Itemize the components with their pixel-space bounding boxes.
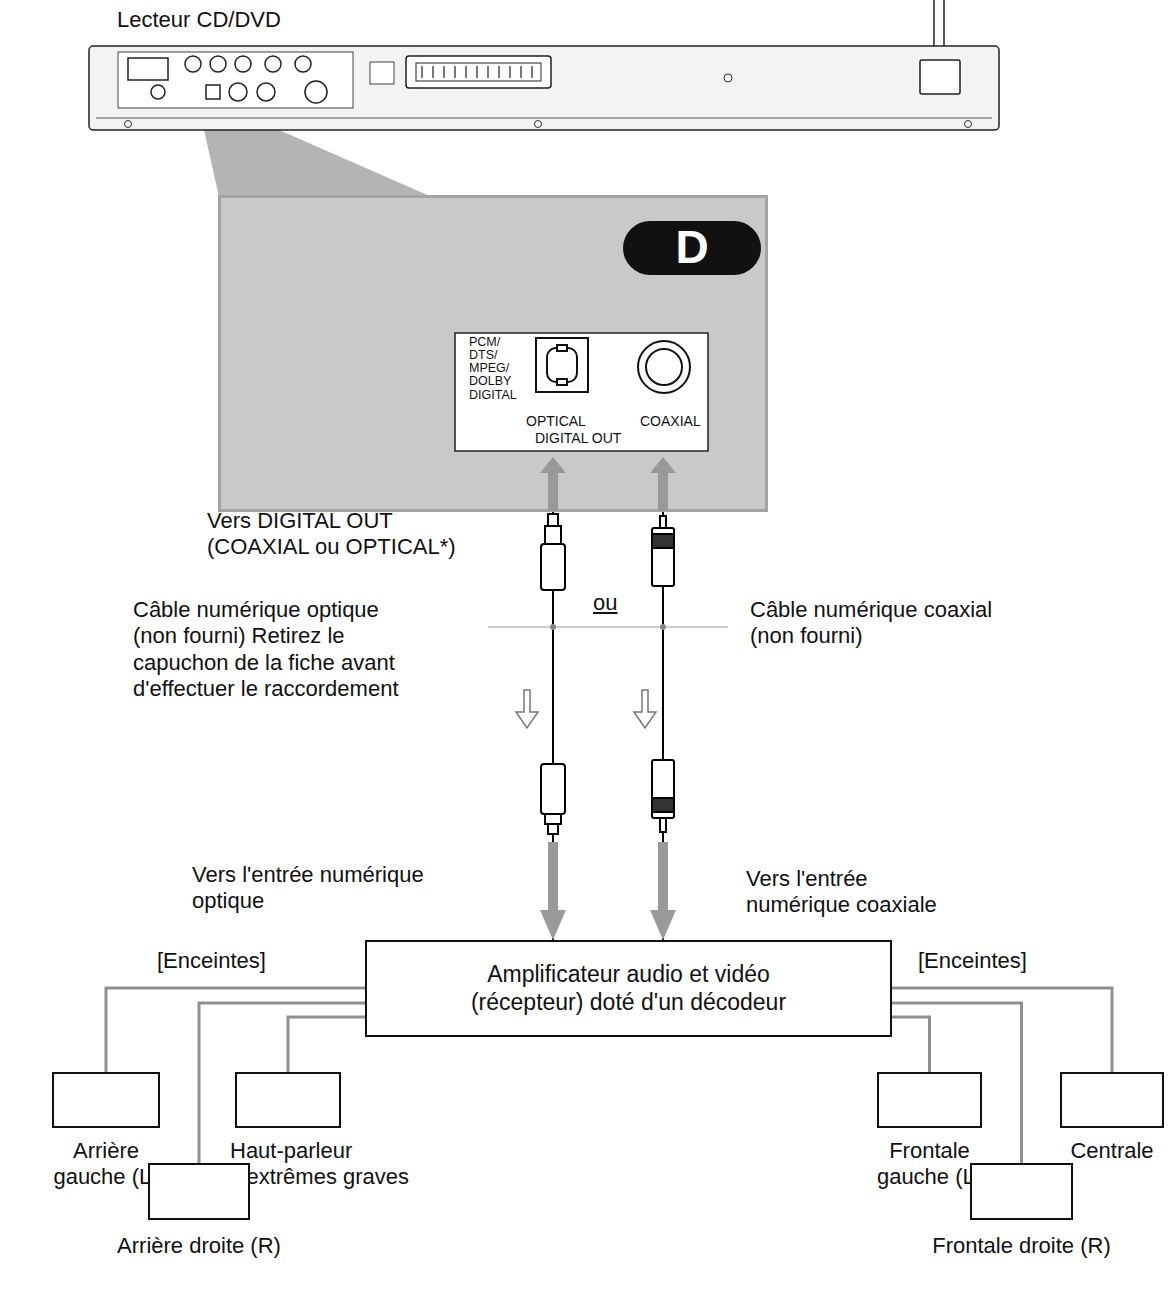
connection-note: Vers DIGITAL OUT (COAXIAL ou OPTICAL*) [207,508,487,561]
input-note: Vers l'entrée numérique optique [192,862,492,915]
dvd-player-text: Lecteur CD/DVD [117,7,281,33]
speaker-wire [106,988,365,1072]
callout-letter: D [623,221,761,275]
coaxial-plug-top [652,516,674,586]
zoom-panel-text: DIGITAL OUT [535,430,621,447]
amplifier-box: Amplificateur audio et vidéo (récepteur)… [365,940,892,1037]
jack-panel [118,52,353,108]
group-label: [Enceintes] [918,948,1027,974]
switch [370,62,394,84]
dvd-player: Lecteur CD/DVD [88,38,1000,140]
coaxial-jack [638,341,690,393]
speaker-box: Arrière gauche (L) [52,1072,160,1128]
jack-name: COAXIAL [640,413,701,430]
speaker-wire [892,1017,930,1072]
optical-plug-bottom [541,764,565,834]
speaker-box: Arrière droite (R) [148,1163,250,1220]
speaker-box-text: Arrière droite (R) [88,1233,310,1259]
speaker-box-text: Frontale droite (R) [892,1233,1151,1259]
callout-line [488,624,728,630]
callout-letter-text: D [675,220,708,275]
speaker-box: Frontale droite (R) [970,1163,1073,1220]
amplifier-box-text: Amplificateur audio et vidéo (récepteur)… [434,961,824,1016]
speaker-box: Frontale gauche (L) [877,1072,982,1128]
group-label: [Enceintes] [157,948,266,974]
direction-arrow [516,690,656,728]
speaker-box-text: Centrale [1058,1138,1166,1164]
insert-arrow [540,457,676,511]
scart-connector [406,56,551,88]
screw [535,121,542,128]
player-body [89,46,999,130]
speaker-box: Centrale [1060,1072,1164,1128]
cable-note: Câble numérique coaxial (non fourni) [750,597,1010,650]
optical-jack [536,338,588,392]
screw [724,74,732,82]
format-list: PCM/ DTS/ MPEG/ DOLBY DIGITAL [469,336,531,402]
input-note: Vers l'entrée numérique coaxiale [746,866,961,919]
jack-name: OPTICAL [526,413,586,430]
jack-area [455,333,708,451]
speaker-box: Haut-parleur d'extrêmes graves [235,1072,341,1128]
speaker-box-text: Haut-parleur d'extrêmes graves [230,1138,462,1191]
jacks [128,56,327,103]
coaxial-plug-bottom [652,760,674,832]
player-rail [96,118,992,119]
speaker-wire [288,1017,365,1072]
power-inlet [920,60,960,94]
screw [125,121,132,128]
optical-plug-top [541,514,565,590]
signal-shaft [548,842,668,914]
speaker-wire [892,988,1112,1072]
dvd-player-drawing [88,38,1000,140]
alternative-word: ou [593,590,617,616]
cable-note: Câble numérique optique (non fourni) Ret… [133,597,423,703]
screw [965,121,972,128]
